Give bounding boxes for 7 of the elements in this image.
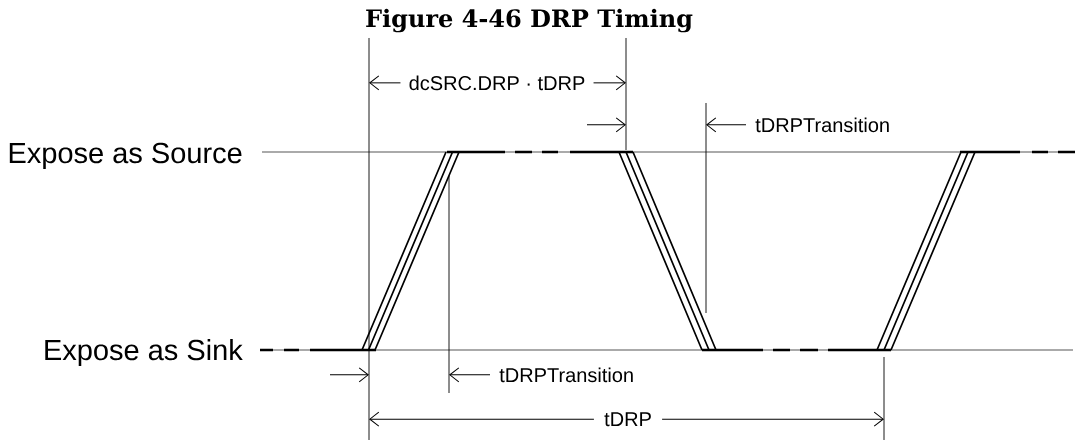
timing-label: tDRPTransition <box>755 117 889 133</box>
level-label: Expose as Source <box>9 142 242 169</box>
level-label: Expose as Sink <box>45 339 243 366</box>
timing-label: dcSRC.DRP · tDRP <box>409 75 585 91</box>
timing-label: tDRPTransition <box>499 367 633 383</box>
timing-label: tDRP <box>604 412 651 427</box>
figure-title: Figure 4-46 DRP Timing <box>366 8 693 33</box>
